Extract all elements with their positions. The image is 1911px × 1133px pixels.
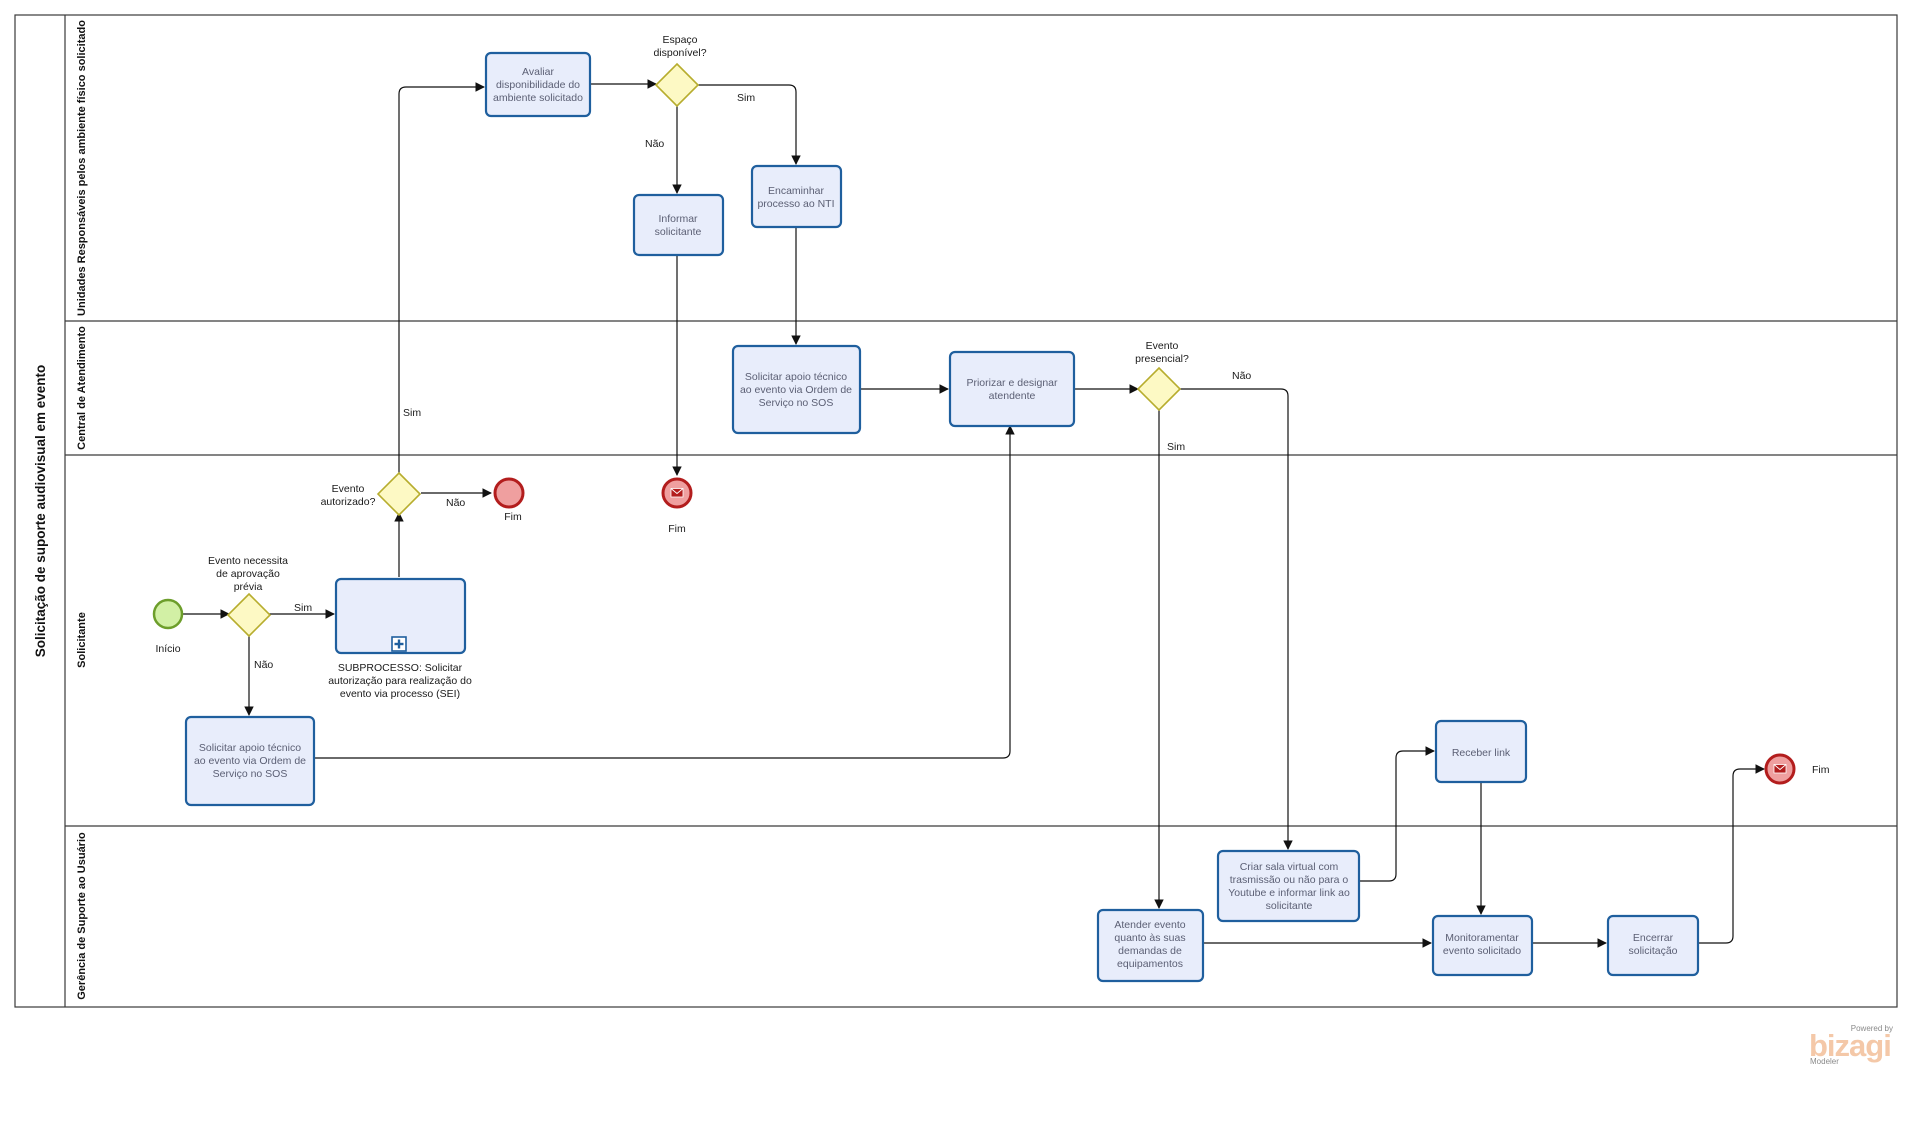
gateway-aprovacao-previa[interactable] xyxy=(226,592,272,638)
flow-label-autorizado-sim: Sim xyxy=(403,407,421,419)
end-event-final-label: Fim xyxy=(1812,764,1830,776)
flow-label-autorizado-nao: Não xyxy=(446,497,465,509)
end-event-final[interactable] xyxy=(1764,753,1796,785)
gateway-espaco-disponivel[interactable] xyxy=(654,62,700,108)
flow-label-aprovacao-sim: Sim xyxy=(294,602,312,614)
envelope-icon xyxy=(670,488,684,498)
pool-title: Solicitação de suporte audiovisual em ev… xyxy=(33,365,48,658)
envelope-icon xyxy=(1773,764,1787,774)
powered-by-label: Powered by xyxy=(1851,1024,1893,1033)
flow-label-aprovacao-nao: Não xyxy=(254,659,273,671)
flow-espaco-sim xyxy=(698,84,801,165)
modeler-label: Modeler xyxy=(1810,1057,1839,1066)
flow-label-presencial-sim: Sim xyxy=(1167,441,1185,453)
sequence-flows xyxy=(183,79,1765,948)
flow-encerrar-fim xyxy=(1698,764,1765,944)
lane-title-gerencia: Gerência de Suporte ao Usuário xyxy=(76,832,88,1000)
bizagi-logo: bizagi xyxy=(1809,1028,1891,1063)
flow-label-espaco-sim: Sim xyxy=(737,92,755,104)
flow-presencial-nao xyxy=(1180,388,1293,850)
lane-title-unidades: Unidades Responsáveis pelos ambiente fís… xyxy=(76,20,88,316)
end-event-informar[interactable] xyxy=(661,477,693,509)
subprocess-solicitar-autorizacao[interactable] xyxy=(334,577,467,655)
flow-label-presencial-nao: Não xyxy=(1232,370,1251,382)
bizagi-branding: Powered by bizagi Modeler xyxy=(1809,1024,1893,1066)
flow-autorizado-sim xyxy=(398,82,485,473)
lane-title-solicitante: Solicitante xyxy=(76,612,88,668)
end-event-autorizado[interactable] xyxy=(493,477,525,509)
end-event-informar-label: Fim xyxy=(668,523,686,535)
lane-title-central: Central de Atendimento xyxy=(76,326,88,450)
flow-solicitante-priorizar xyxy=(315,425,1015,759)
flow-criar-receber xyxy=(1359,746,1435,882)
pool xyxy=(14,14,1898,1008)
start-event-inicio[interactable] xyxy=(152,598,184,630)
task-receber-link[interactable]: Receber link xyxy=(1434,719,1528,784)
end-event-autorizado-label: Fim xyxy=(504,511,522,523)
flow-label-espaco-nao: Não xyxy=(645,138,664,150)
start-event-label: Início xyxy=(155,643,180,655)
gateway-evento-autorizado[interactable] xyxy=(376,471,422,517)
gateway-evento-presencial[interactable] xyxy=(1136,366,1182,412)
svg-text:Receber link: Receber link xyxy=(1452,747,1511,759)
